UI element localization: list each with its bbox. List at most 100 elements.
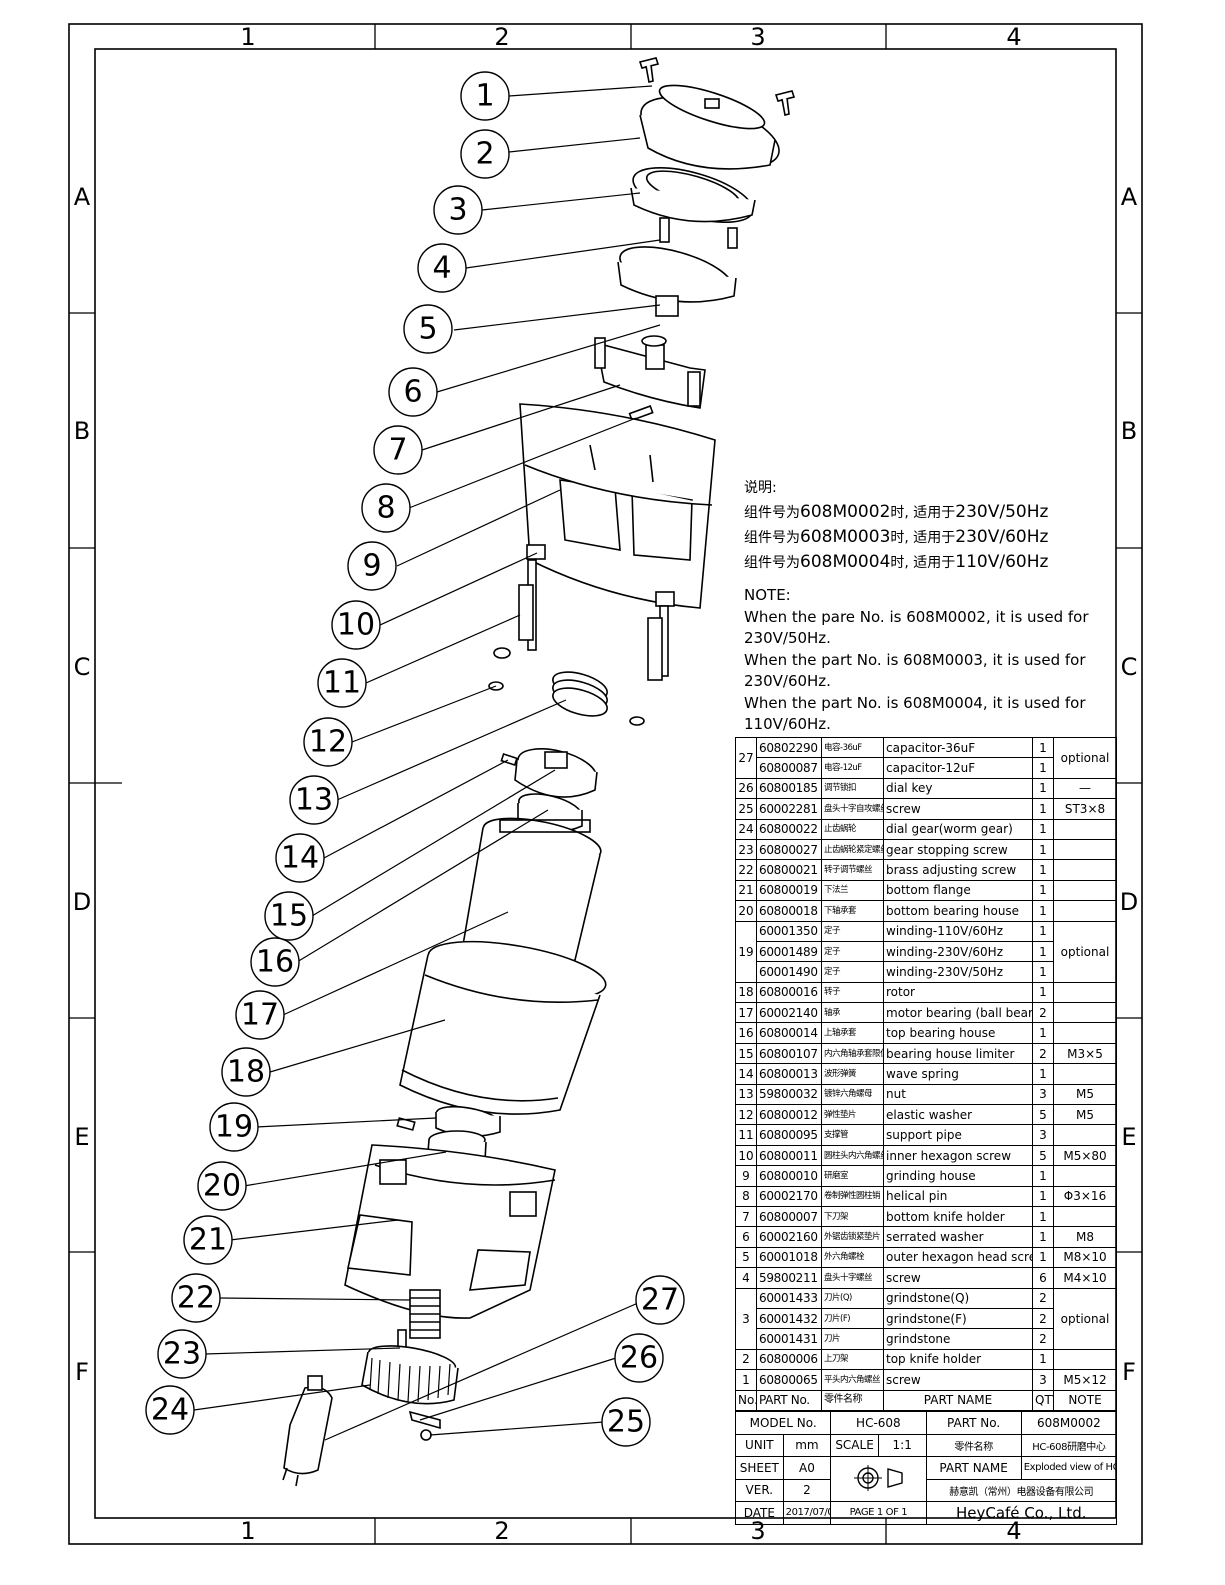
balloon-circle — [145, 1385, 195, 1435]
zone-row-label: E — [1121, 1123, 1136, 1151]
part-7-bottom-knife-holder — [594, 335, 706, 409]
zone-column-label: 3 — [750, 1517, 765, 1545]
part-row-zh-name: 定子 — [821, 961, 884, 983]
part-row-part-no: 60800018 — [756, 900, 822, 922]
part-balloon-21: 21 — [183, 1215, 233, 1265]
part-row-part-name: bearing house limiter — [883, 1042, 1033, 1065]
balloon-number: 19 — [215, 1110, 253, 1145]
part-row-part-no: 60001431 — [756, 1328, 822, 1350]
part-row-qty: 6 — [1032, 1267, 1054, 1289]
part-row-no: 9 — [735, 1165, 757, 1187]
zone-column-label: 3 — [750, 23, 765, 51]
model-label: MODEL No. — [734, 1411, 832, 1435]
balloon-circle — [157, 1329, 207, 1379]
part-row-part-no: 60002170 — [756, 1185, 822, 1207]
part-row-zh-name: 下轴承套 — [821, 900, 884, 922]
part-row-part-no: 60802290 — [756, 736, 822, 759]
part-name-value: Exploded view of HC-608 — [1020, 1456, 1118, 1480]
balloon-number: 2 — [475, 137, 494, 172]
part-balloon-13: 13 — [289, 775, 339, 825]
part-row-qty: 1 — [1032, 1185, 1054, 1207]
note-en-line-5: When the part No. is 608M0004, it is use… — [744, 694, 1086, 712]
part-row-no: 10 — [735, 1144, 757, 1167]
balloon-number: 12 — [309, 725, 347, 760]
header-no: No. — [735, 1389, 757, 1411]
part-row-part-no: 60800021 — [756, 859, 822, 881]
balloon-circle — [601, 1397, 651, 1447]
part-row-part-name: grindstone — [883, 1328, 1033, 1350]
part-row-note — [1053, 1022, 1117, 1044]
part-row-part-no: 60800185 — [756, 777, 822, 800]
part-row-note: ST3×8 — [1053, 798, 1117, 820]
balloon-circle — [388, 367, 438, 417]
part-row-part-name: bottom knife holder — [883, 1205, 1033, 1228]
balloon-circle — [403, 304, 453, 354]
part-row-no: 23 — [735, 838, 757, 861]
balloon-circle — [614, 1333, 664, 1383]
part-row-qty: 1 — [1032, 777, 1054, 800]
part-row-note: optional — [1053, 737, 1117, 779]
part-row-part-name: screw — [883, 798, 1033, 820]
header-part-name: PART NAME — [883, 1389, 1033, 1411]
page-value: PAGE 1 OF 1 — [830, 1501, 927, 1525]
part-row-part-name: screw — [883, 1369, 1033, 1391]
part-no-label: PART No. — [925, 1411, 1022, 1435]
part-row-part-no: 59800211 — [756, 1267, 822, 1289]
part-balloon-14: 14 — [275, 833, 325, 883]
projection-symbol — [830, 1456, 927, 1502]
zone-row-label: C — [74, 653, 91, 681]
zone-column-label: 4 — [1006, 23, 1021, 51]
part-row-qty: 1 — [1032, 900, 1054, 922]
part-row-no: 11 — [735, 1124, 757, 1146]
part-row-qty: 1 — [1032, 838, 1054, 861]
title-block: MODEL No. HC-608 PART No. 608M0002 UNIT … — [734, 1411, 1118, 1525]
balloon-number: 23 — [163, 1337, 201, 1372]
part-row-qty: 5 — [1032, 1144, 1054, 1167]
part-row-zh-name: 定子 — [821, 920, 884, 942]
part-row-qty: 1 — [1032, 736, 1054, 759]
part-balloon-7: 7 — [373, 425, 423, 475]
part-row-note: M4×10 — [1053, 1267, 1117, 1289]
part-balloon-3: 3 — [433, 185, 483, 235]
part-row-part-no: 60001490 — [756, 961, 822, 983]
part-row-no: 22 — [735, 859, 757, 881]
part-row-part-name: winding-230V/50Hz — [883, 961, 1033, 983]
part-22-brass-adjusting-screw — [409, 1289, 441, 1339]
balloon-number: 11 — [323, 666, 361, 701]
leader-lines — [193, 85, 661, 1441]
part-row-part-name: top knife holder — [883, 1348, 1033, 1371]
balloon-number: 26 — [620, 1341, 658, 1376]
part-row-qty: 2 — [1032, 1042, 1054, 1065]
part-row-no: 15 — [735, 1042, 757, 1065]
part-row-no: 8 — [735, 1185, 757, 1207]
part-row-note: M5 — [1053, 1083, 1117, 1106]
part-row-part-name: brass adjusting screw — [883, 859, 1033, 881]
part-row-no: 27 — [735, 737, 757, 779]
part-row-zh-name: 上刀架 — [821, 1348, 884, 1371]
parts-list-header: No. PART No. 零件名称 PART NAME QTY NOTE — [735, 1389, 1117, 1411]
part-row-note — [1053, 981, 1117, 1004]
zone-column-label: 1 — [240, 23, 255, 51]
part-row-qty: 2 — [1032, 1307, 1054, 1330]
part-balloon-23: 23 — [157, 1329, 207, 1379]
balloon-number: 16 — [256, 945, 294, 980]
part-row-note: optional — [1053, 1287, 1117, 1350]
part-3-grindstone — [630, 167, 756, 223]
balloon-number: 20 — [203, 1169, 241, 1204]
part-row-zh-name: 电容-36uF — [821, 736, 884, 759]
part-27-capacitor — [282, 1375, 333, 1487]
part-row-qty: 1 — [1032, 1246, 1054, 1269]
note-zh-line-3: 组件号为608M0004时, 适用于110V/60Hz — [744, 552, 1049, 572]
part-row-note — [1053, 818, 1117, 840]
part-row-part-name: capacitor-12uF — [883, 757, 1033, 779]
part-row-note — [1053, 1063, 1117, 1085]
balloon-number: 4 — [432, 251, 451, 286]
part-row-part-name: bottom bearing house — [883, 900, 1033, 922]
